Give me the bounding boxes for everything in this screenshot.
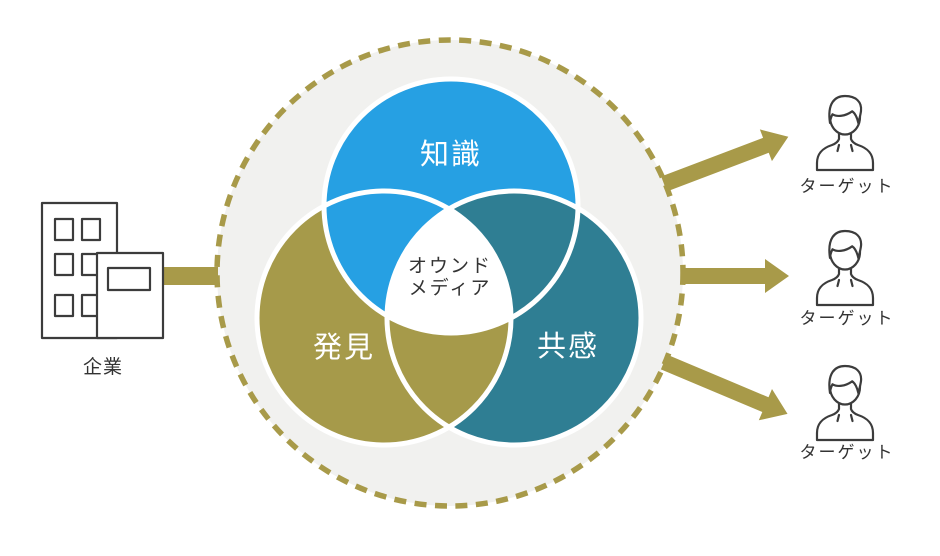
discovery-label: 発見 bbox=[313, 331, 375, 364]
empathy-label: 共感 bbox=[537, 330, 599, 363]
owned-media-label-line1: オウンド bbox=[408, 256, 492, 277]
venn-empathy-outline bbox=[384, 188, 644, 448]
company-connector-bar bbox=[161, 267, 218, 285]
building-window bbox=[53, 293, 75, 318]
target-person-icon-2 bbox=[815, 229, 875, 307]
building-window bbox=[53, 217, 75, 242]
venn-center-region bbox=[387, 191, 511, 333]
target-label-1: ターゲット bbox=[800, 177, 895, 196]
building-annex bbox=[95, 251, 165, 340]
building-window bbox=[53, 252, 75, 277]
arrow-to-target-3 bbox=[660, 354, 788, 421]
venn-diagram: 知識 発見 共感 オウンド メディア bbox=[254, 76, 644, 448]
target-person-icon-3 bbox=[815, 364, 875, 442]
knowledge-label: 知識 bbox=[420, 138, 482, 171]
target-label-2: ターゲット bbox=[800, 309, 895, 328]
company-label: 企業 bbox=[83, 356, 123, 378]
arrow-to-target-1 bbox=[661, 129, 789, 192]
building-window bbox=[80, 217, 102, 242]
building-window-wide bbox=[106, 266, 152, 292]
arrow-to-target-2 bbox=[683, 259, 789, 293]
target-arrows bbox=[660, 129, 789, 421]
owned-media-label-line2: メディア bbox=[409, 277, 492, 299]
target-label-3: ターゲット bbox=[800, 443, 895, 462]
venn-discovery-outline bbox=[254, 188, 514, 448]
target-person-icon-1 bbox=[815, 94, 875, 172]
company-building-icon bbox=[40, 201, 165, 340]
venn-center-fill bbox=[387, 191, 511, 333]
